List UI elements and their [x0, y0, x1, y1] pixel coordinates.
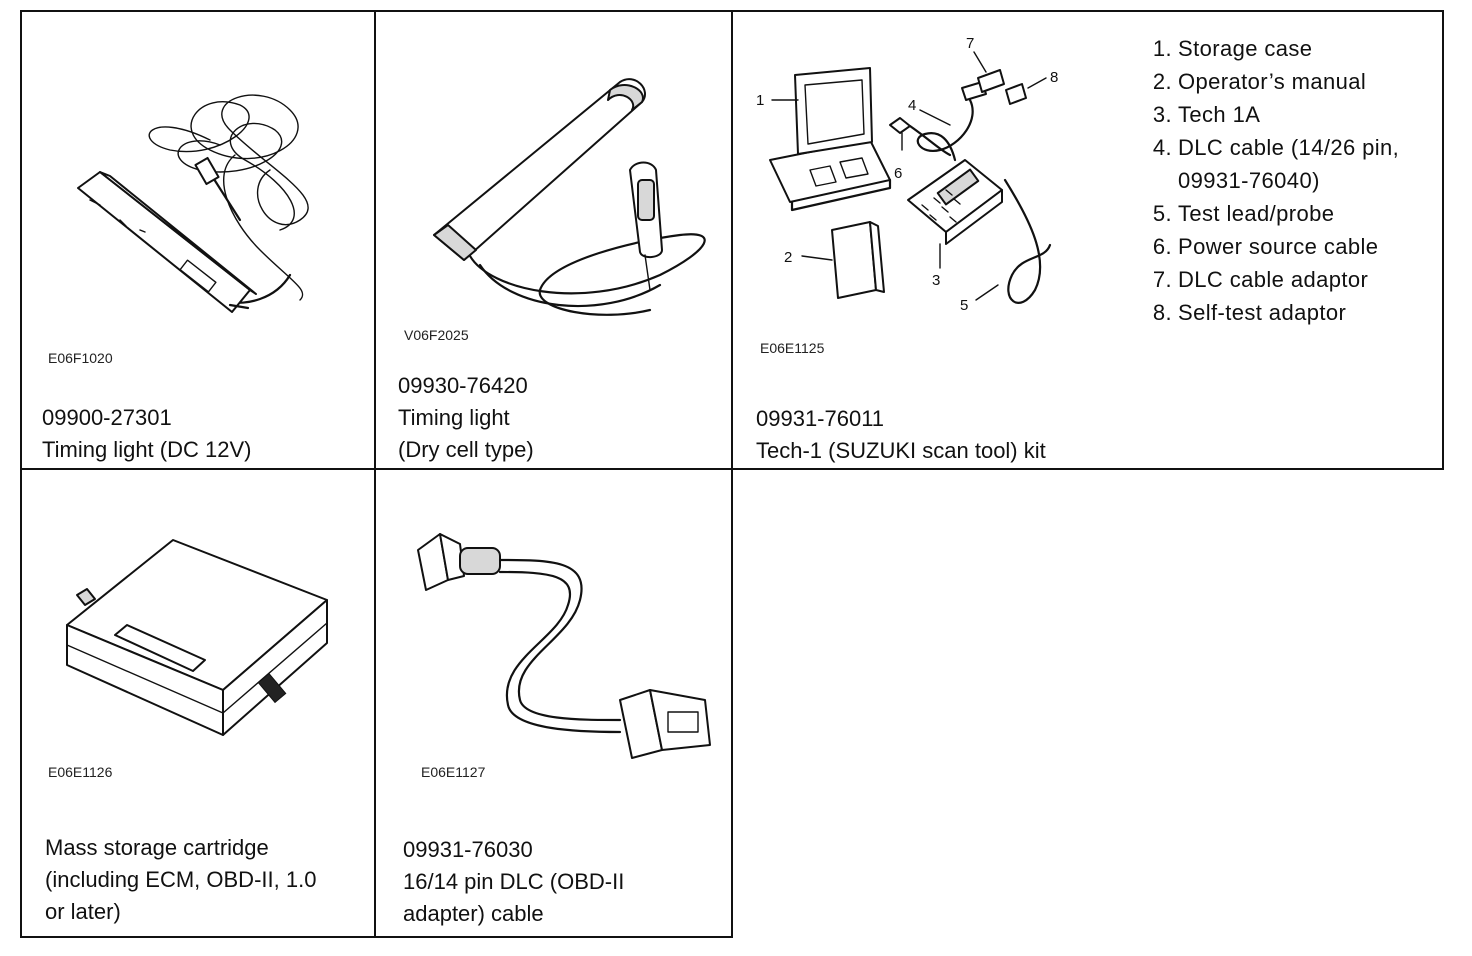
part-description: 16/14 pin DLC (OBD-II: [403, 869, 625, 894]
callout-6: 6: [894, 165, 902, 182]
image-code-e06e1126: E06E1126: [48, 764, 113, 780]
dlc-adapter-cable-illustration: [417, 533, 711, 759]
part-description: Timing light: [398, 405, 510, 430]
caption-timing-light-dc12v: 09900-27301 Timing light (DC 12V): [42, 402, 251, 466]
tech1-kit-legend: 1.Storage case 2.Operator’s manual 3.Tec…: [1138, 32, 1399, 329]
part-description: Tech-1 (SUZUKI scan tool) kit: [756, 438, 1046, 463]
legend-item: 2.Operator’s manual: [1152, 69, 1367, 94]
part-description-detail: (Dry cell type): [398, 437, 534, 462]
legend-item: 5.Test lead/probe: [1152, 201, 1335, 226]
mass-storage-cartridge-illustration: [66, 539, 328, 736]
legend-item: 09931-76040): [1178, 168, 1320, 193]
legend-item: 4.DLC cable (14/26 pin,: [1152, 135, 1400, 160]
cell-tech1-kit: [731, 10, 1444, 470]
callout-4: 4: [908, 97, 916, 114]
legend-item: 8.Self-test adaptor: [1152, 300, 1347, 325]
caption-tech1-kit: 09931-76011 Tech-1 (SUZUKI scan tool) ki…: [756, 403, 1046, 467]
part-description: Mass storage cartridge: [45, 835, 269, 860]
timing-light-dry-cell-illustration: [433, 78, 706, 316]
part-number: 09900-27301: [42, 405, 172, 430]
part-number: 09931-76011: [756, 406, 885, 431]
callout-5: 5: [960, 297, 968, 314]
callout-3: 3: [932, 272, 940, 289]
part-number: 09930-76420: [398, 373, 528, 398]
caption-timing-light-dry-cell: 09930-76420 Timing light (Dry cell type): [398, 370, 534, 466]
part-description-detail: adapter) cable: [403, 901, 544, 926]
timing-light-dc12v-illustration: [77, 94, 309, 313]
callout-1: 1: [756, 92, 764, 109]
callout-7: 7: [966, 35, 974, 52]
part-description: Timing light (DC 12V): [42, 437, 252, 462]
image-code-e06e1127: E06E1127: [421, 764, 486, 780]
image-code-e06f1020: E06F1020: [48, 350, 113, 366]
cell-dlc-adapter-cable: [374, 468, 733, 938]
legend-item: 3.Tech 1A: [1152, 102, 1261, 127]
caption-mass-storage-cartridge: Mass storage cartridge (including ECM, O…: [45, 832, 316, 928]
part-number: 09931-76030: [403, 837, 533, 862]
callout-8: 8: [1050, 69, 1058, 86]
legend-item: 1.Storage case: [1152, 36, 1313, 61]
tech1-kit-illustration: 1 2 3 4 5 6 7 8: [756, 35, 1058, 314]
caption-dlc-adapter-cable: 09931-76030 16/14 pin DLC (OBD-II adapte…: [403, 834, 624, 930]
part-description-detail-2: or later): [45, 899, 121, 924]
image-code-v06f2025: V06F2025: [404, 327, 469, 343]
part-description-detail: (including ECM, OBD-II, 1.0: [45, 867, 317, 892]
legend-item: 6.Power source cable: [1152, 234, 1379, 259]
callout-2: 2: [784, 249, 792, 266]
image-code-e06e1125: E06E1125: [760, 340, 825, 356]
legend-item: 7.DLC cable adaptor: [1152, 267, 1369, 292]
